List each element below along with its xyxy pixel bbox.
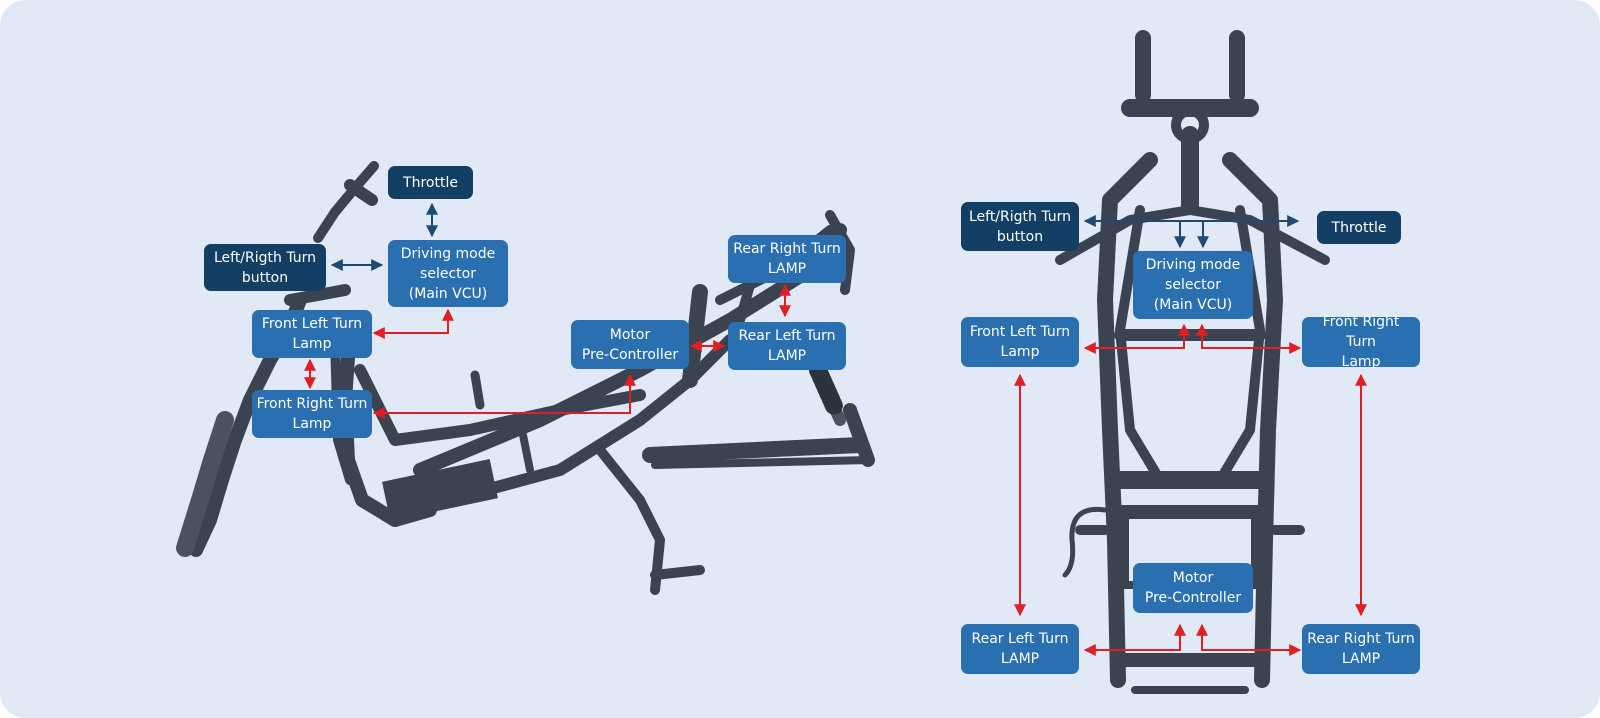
side-front-right-lamp-box: Front Right Turn Lamp xyxy=(252,390,372,438)
side-view-frame-illustration xyxy=(176,161,875,595)
side-turn-button-box: Left/Rigth Turn button xyxy=(204,244,326,291)
arrow-selector-front-left xyxy=(372,308,454,339)
side-rear-left-lamp-box: Rear Left Turn LAMP xyxy=(728,322,846,370)
side-motor-pre-controller-box: Motor Pre-Controller xyxy=(571,320,689,369)
top-view-connections xyxy=(1014,215,1367,656)
top-front-right-lamp-box: Front Right Turn Lamp xyxy=(1302,314,1420,370)
arrow-top-motor-rear-left xyxy=(1083,623,1186,656)
side-throttle-box: Throttle xyxy=(388,166,473,199)
top-rear-left-lamp-box: Rear Left Turn LAMP xyxy=(961,624,1079,674)
side-view-connections xyxy=(304,202,791,419)
side-driving-mode-selector-box: Driving mode selector (Main VCU) xyxy=(388,240,508,307)
top-throttle-box: Throttle xyxy=(1317,211,1401,244)
top-turn-button-box: Left/Rigth Turn button xyxy=(961,202,1079,251)
arrow-top-motor-rear-right xyxy=(1196,623,1302,656)
side-front-left-lamp-box: Front Left Turn Lamp xyxy=(252,310,372,358)
side-rear-right-lamp-box: Rear Right Turn LAMP xyxy=(728,235,846,283)
top-front-left-lamp-box: Front Left Turn Lamp xyxy=(961,317,1079,367)
arrow-top-selector-front-right xyxy=(1196,323,1302,354)
top-rear-right-lamp-box: Rear Right Turn LAMP xyxy=(1302,624,1420,674)
arrow-top-selector-front-left xyxy=(1083,323,1190,354)
arrow-motor-front-right xyxy=(372,373,636,419)
top-driving-mode-selector-box: Driving mode selector (Main VCU) xyxy=(1133,251,1253,319)
top-motor-pre-controller-box: Motor Pre-Controller xyxy=(1133,563,1253,613)
